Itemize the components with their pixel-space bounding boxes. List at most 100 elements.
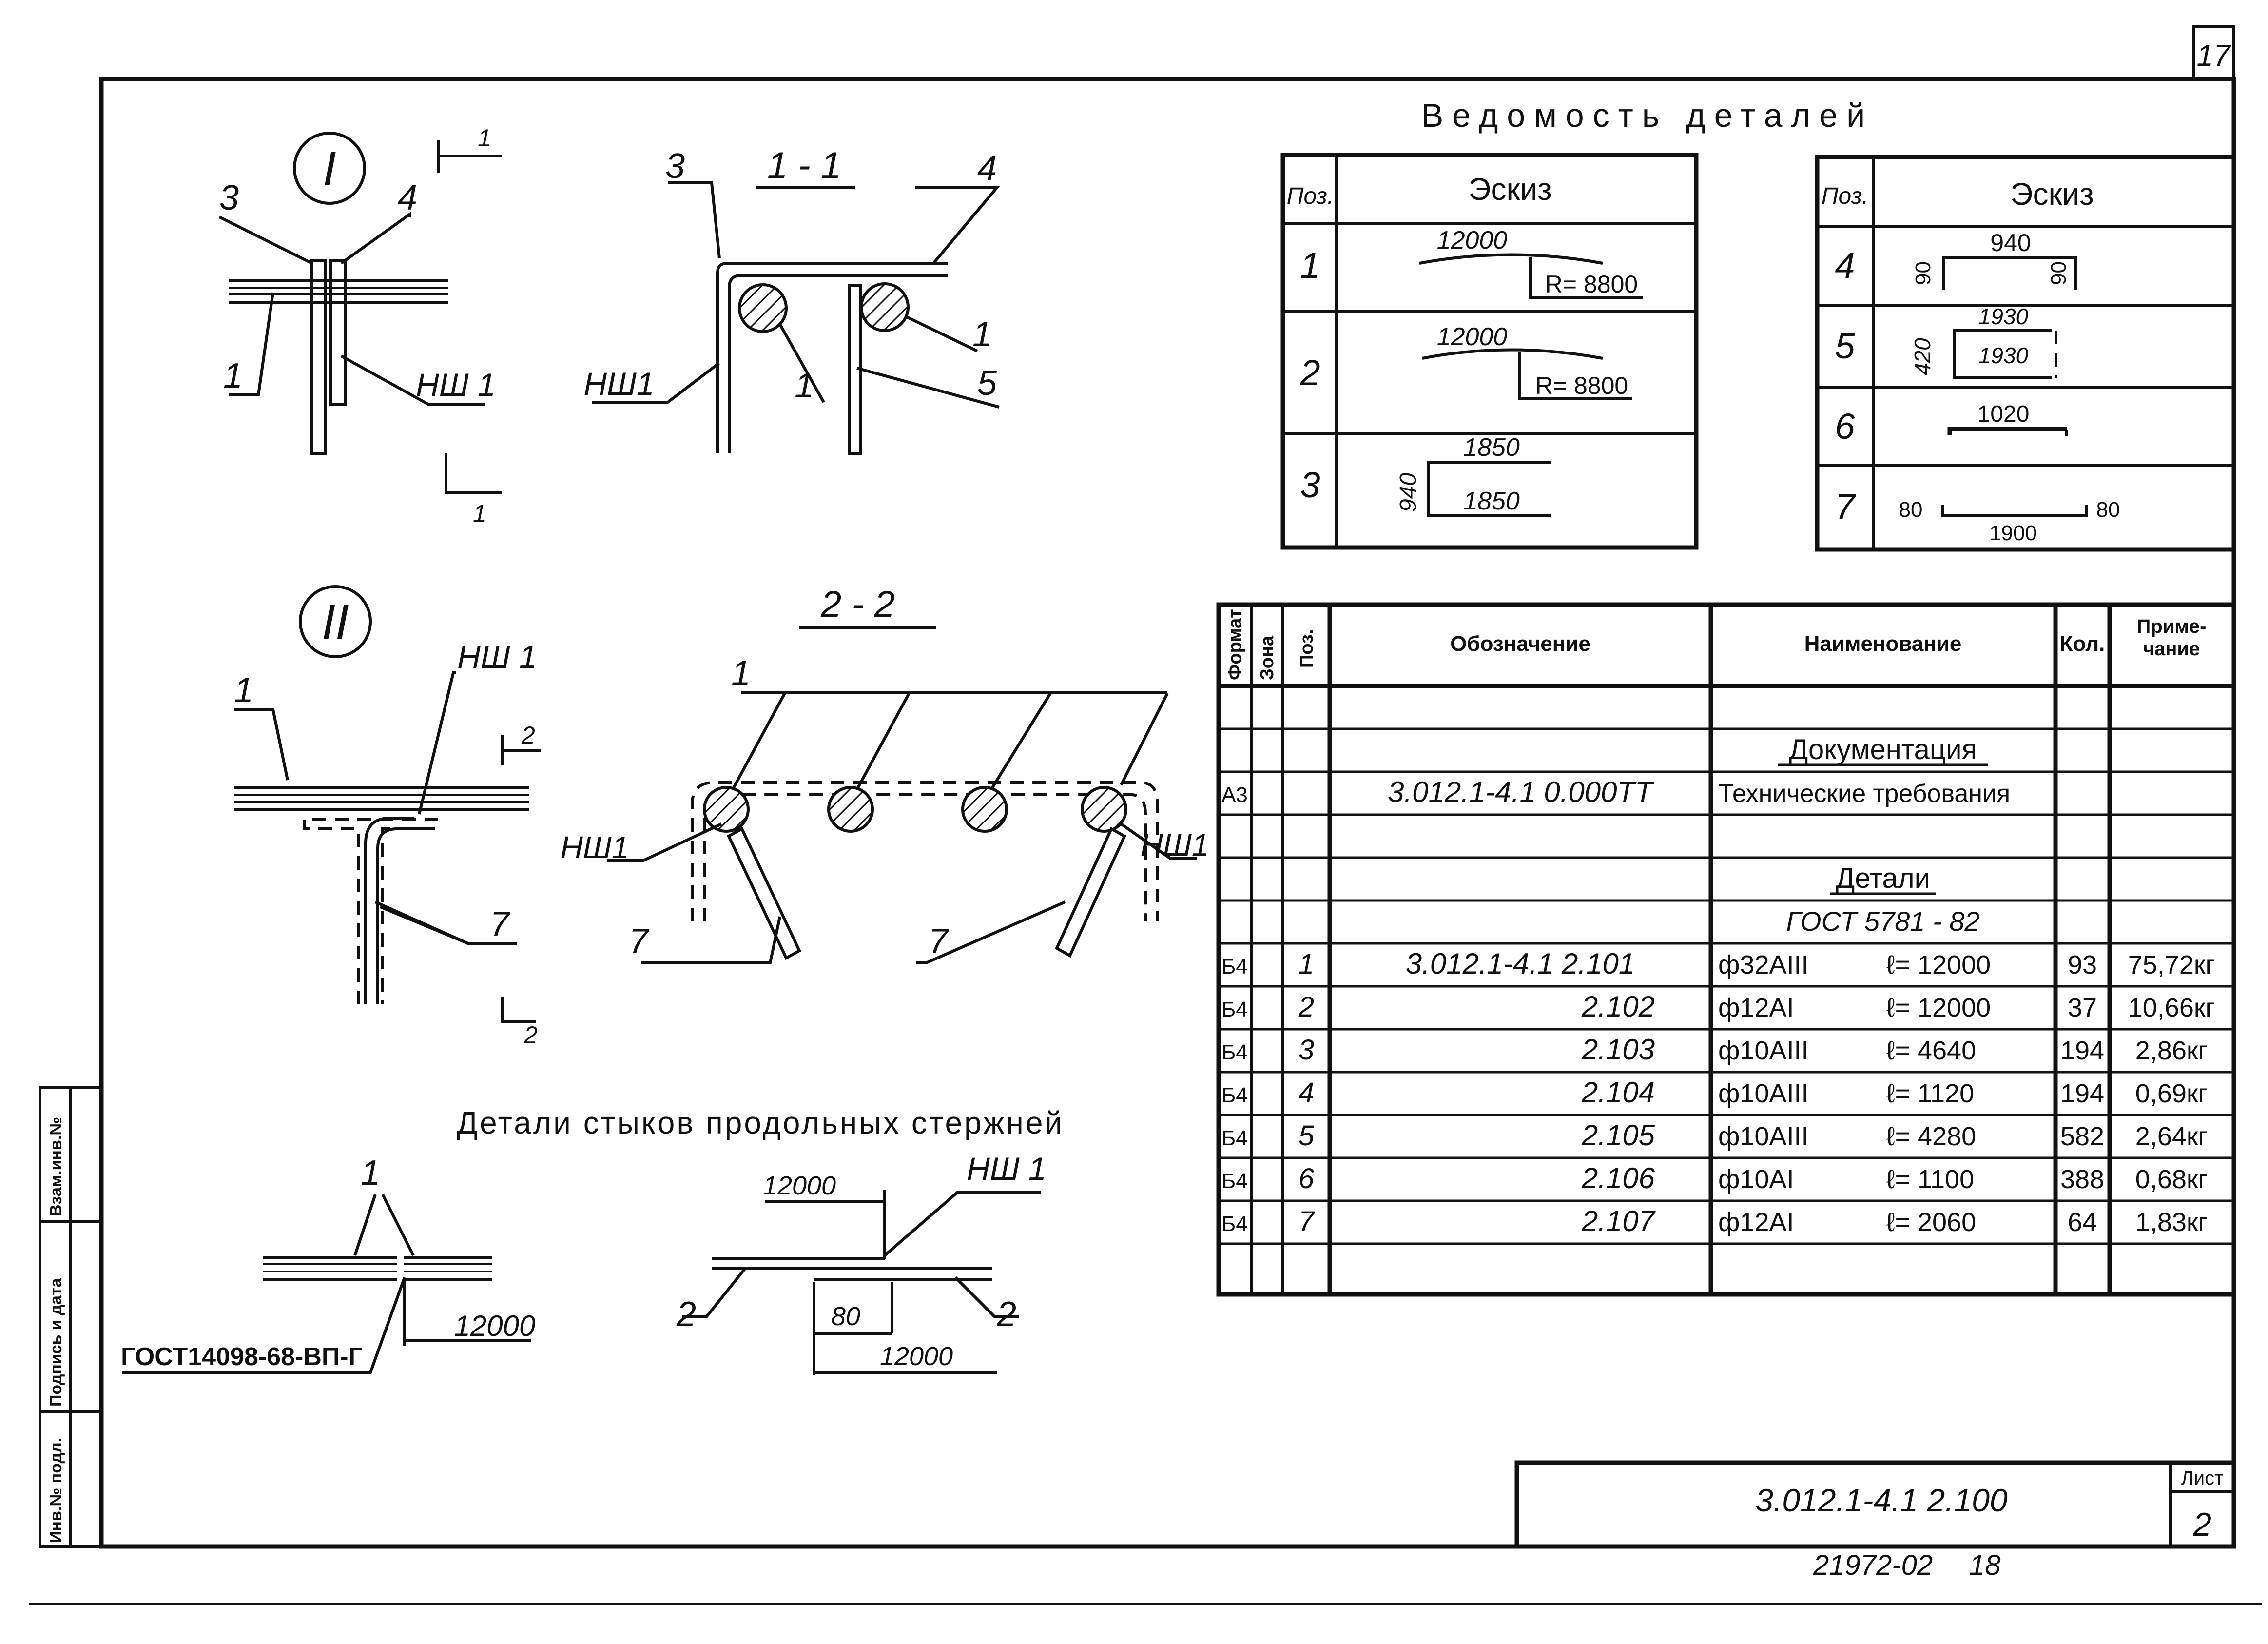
section-2-2-label-nsh-left: НШ1: [561, 830, 629, 865]
specification-table: Формат Зона Поз. Обозначение Наименовани…: [1216, 602, 2236, 1297]
node-ii-cut-bottom: 2: [523, 1021, 538, 1049]
details-right-7-d1: 80: [1899, 498, 1923, 522]
spec-row-qty: 388: [2060, 1165, 2104, 1194]
node-ii-cut-top: 2: [521, 722, 535, 749]
section-1-1-drawing: 1 - 1 3 4 НШ1 1 1 5: [583, 145, 1000, 455]
section-2-2-label-7b: 7: [929, 922, 950, 961]
stamp-original-inv: Инв.№ подл.: [47, 1438, 65, 1543]
spec-row-qty: 93: [2068, 950, 2097, 979]
spec-row-rebar: ф10АIII: [1718, 1079, 1809, 1108]
joints-drawing: Детали стыков продольных стержней 1 ГОСТ…: [121, 1105, 1064, 1375]
spec-row-pos: 3: [1299, 1034, 1314, 1066]
spec-row-format: Б4: [1221, 1083, 1247, 1107]
joints-title: Детали стыков продольных стержней: [457, 1105, 1064, 1140]
spec-row-format: Б4: [1221, 998, 1247, 1021]
spec-row-format: Б4: [1221, 955, 1247, 979]
node-ii-label-7: 7: [490, 905, 511, 944]
section-2-2-title: 2 - 2: [820, 584, 895, 625]
spec-row-length: ℓ= 4280: [1886, 1122, 1976, 1151]
spec-header-note: Приме- чание: [2136, 616, 2207, 660]
details-left-1-d1: 12000: [1437, 226, 1508, 254]
spec-row-pos: 5: [1299, 1120, 1315, 1152]
spec-row-format: А3: [1221, 783, 1248, 807]
details-right-4-d2: 90: [1911, 261, 1935, 285]
node-i-drawing: I 1 1 3 4 1 НШ 1: [218, 124, 502, 527]
details-right-pos-7: 7: [1835, 487, 1856, 527]
spec-header-pos: Поз.: [1297, 629, 1317, 668]
section-1-1-label-5: 5: [977, 364, 997, 403]
details-left-pos-3: 3: [1300, 465, 1320, 505]
details-left-3-d3: 940: [1396, 473, 1421, 512]
spec-header-qty: Кол.: [2060, 632, 2105, 656]
spec-header-format: Формат: [1225, 609, 1245, 680]
joints-label-2b: 2: [996, 1295, 1016, 1334]
spec-row-note: 10,66кг: [2128, 993, 2215, 1022]
node-i-roman: I: [323, 141, 336, 196]
spec-row-qty: 582: [2060, 1122, 2104, 1151]
node-i-label-nsh: НШ 1: [416, 367, 495, 403]
spec-row-name: Технические требования: [1718, 780, 2010, 808]
stamp-replace-inv: Взам.инв.№: [47, 1117, 65, 1216]
joints-dim-left: 12000: [454, 1310, 536, 1342]
joints-gost: ГОСТ14098-68-ВП-Г: [121, 1343, 363, 1371]
spec-row-format: Б4: [1221, 1126, 1247, 1150]
node-i-label-1: 1: [223, 356, 243, 395]
details-left-1-d2: R= 8800: [1545, 271, 1638, 298]
details-right-pos-6: 6: [1835, 406, 1855, 447]
spec-row-designation: 3.012.1-4.1 0.000ТТ: [1388, 776, 1655, 808]
details-left-2-d1: 12000: [1437, 323, 1508, 351]
details-right-6-d1: 1020: [1977, 401, 2030, 427]
details-left-col-pos: Поз.: [1287, 183, 1334, 209]
spec-row-rebar: ф10АIII: [1718, 1122, 1809, 1151]
spec-row-designation: 2.106: [1581, 1162, 1655, 1194]
spec-row-designation: 2.103: [1581, 1033, 1655, 1066]
spec-row-pos: 7: [1299, 1206, 1316, 1237]
details-left-3-d1: 1850: [1463, 433, 1520, 462]
details-left-pos-1: 1: [1300, 245, 1320, 286]
details-right-4-d3: 90: [2047, 261, 2071, 285]
details-sheet-title: Ведомость деталей: [1421, 97, 1874, 134]
spec-row-designation: 2.102: [1581, 990, 1655, 1023]
section-1-1-label-1a: 1: [795, 366, 814, 405]
spec-row-length: ℓ= 1100: [1886, 1165, 1974, 1194]
spec-row-note: 75,72кг: [2128, 950, 2215, 979]
details-right-col-pos: Поз.: [1822, 183, 1869, 209]
joints-dim-80: 80: [831, 1302, 860, 1331]
section-2-2-drawing: 2 - 2 1 НШ1 НШ1 7 7: [561, 584, 1209, 964]
page-corner-number: 17: [2197, 39, 2231, 73]
spec-row-length: ℓ= 12000: [1886, 993, 1991, 1022]
spec-row-note: 2,64кг: [2135, 1122, 2208, 1151]
section-1-1-label-3: 3: [665, 147, 685, 186]
section-1-1-label-1b: 1: [972, 315, 992, 354]
spec-row-note: 0,68кг: [2135, 1165, 2208, 1194]
node-ii-drawing: II 2 2 1 НШ 1 7: [234, 585, 541, 1049]
details-right-4-d1: 940: [1990, 229, 2031, 256]
joints-dim-top: 12000: [763, 1171, 836, 1200]
details-right-7-d2: 1900: [1989, 521, 2037, 545]
node-i-cut-top: 1: [478, 124, 491, 152]
spec-row-pos: 6: [1299, 1163, 1315, 1194]
spec-row-format: Б4: [1221, 1169, 1247, 1193]
spec-row-qty: 64: [2068, 1208, 2097, 1237]
spec-row-note: 0,69кг: [2135, 1079, 2208, 1108]
node-i-label-4: 4: [398, 178, 417, 217]
details-right-pos-5: 5: [1835, 326, 1855, 366]
spec-row-designation: 2.105: [1581, 1119, 1655, 1152]
joints-label-2a: 2: [676, 1295, 696, 1334]
details-left-2-d2: R= 8800: [1535, 372, 1628, 399]
spec-header-designation: Обозначение: [1450, 632, 1590, 656]
sheet-number: 2: [2192, 1506, 2211, 1543]
details-left-col-sketch: Эскиз: [1468, 172, 1551, 207]
details-left-3-d2: 1850: [1463, 487, 1520, 515]
spec-row-pos: 2: [1298, 991, 1314, 1023]
details-right-5-d1: 1930: [1978, 304, 2029, 329]
joints-label-nsh: НШ 1: [967, 1151, 1046, 1187]
side-stamp: Взам.инв.№ Подпись и дата Инв.№ подл.: [39, 1086, 103, 1548]
section-1-1-label-4: 4: [977, 149, 997, 188]
title-block: 3.012.1-4.1 2.100 Лист 2 21972-02 18: [1514, 1460, 2236, 1581]
spec-row-pos: 1: [1299, 948, 1314, 980]
spec-row-rebar: ф10АIII: [1718, 1036, 1809, 1065]
spec-row-length: ℓ= 1120: [1886, 1079, 1974, 1108]
spec-row-qty: 194: [2060, 1079, 2104, 1108]
